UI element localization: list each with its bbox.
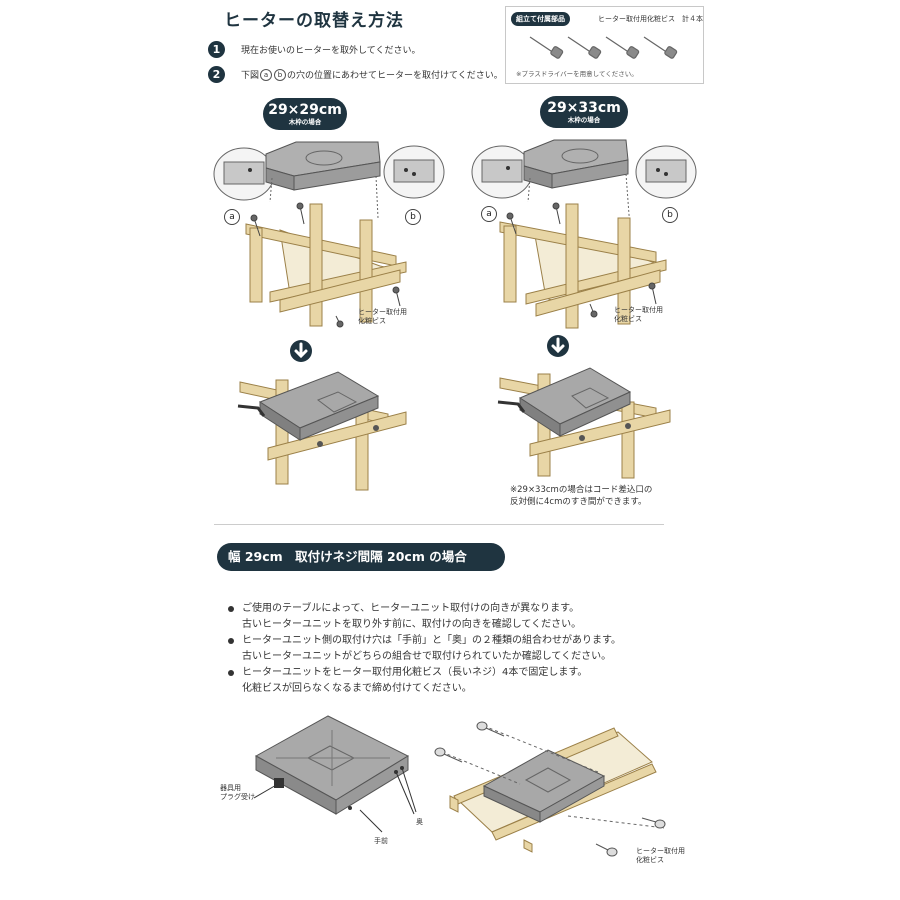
gap-note-line2: 反対側に4cmのすき間ができます。 xyxy=(510,497,647,507)
instruction-list: ご使用のテーブルによって、ヒーターユニット取付けの向きが異なります。 古いヒータ… xyxy=(228,601,621,697)
screw-icon xyxy=(643,36,678,59)
hole-a-tag: a xyxy=(481,206,497,222)
list-item: ご使用のテーブルによって、ヒーターユニット取付けの向きが異なります。 古いヒータ… xyxy=(228,601,621,633)
list-item-line1: ヒーターユニット側の取付け穴は「手前」と「奥」の２種類の組合わせがあります。 xyxy=(242,635,621,646)
hole-b-tag: b xyxy=(405,209,421,225)
heater-unit-holes-diagram xyxy=(253,715,417,833)
screw-icon xyxy=(567,36,602,59)
power-cord xyxy=(237,404,266,417)
heater-unit xyxy=(265,141,381,191)
screw-label-line1: ヒーター取付用 xyxy=(614,306,663,314)
size-badge-29x29: 29×29cm 木枠の場合 xyxy=(263,98,347,130)
wood-frame xyxy=(499,203,667,329)
step-1: 1 現在お使いのヒーターを取外してください。 xyxy=(208,41,420,58)
page-title: ヒーターの取替え方法 xyxy=(224,11,404,31)
front-label: 手前 xyxy=(374,837,388,845)
hole-b-mark: b xyxy=(274,68,287,81)
section-title: 幅 29cm 取付けネジ間隔 20cm の場合 xyxy=(217,543,505,571)
size-subtext: 木枠の場合 xyxy=(288,118,322,126)
section-divider xyxy=(214,524,664,525)
plug-label: 器具用 プラグ受け xyxy=(220,784,255,802)
step-number: 2 xyxy=(208,66,225,83)
down-arrow-icon xyxy=(290,340,312,362)
list-item-line2: 古いヒーターユニットを取り外す前に、取付けの向きを確認してください。 xyxy=(242,619,582,630)
right-frame-exploded-diagram xyxy=(471,139,697,329)
plug-label-line2: プラグ受け xyxy=(220,793,255,801)
list-item-line2: 古いヒーターユニットがどちらの組合せで取付けられていたか確認してください。 xyxy=(242,651,612,662)
step-number: 1 xyxy=(208,41,225,58)
step-text: 現在お使いのヒーターを取外してください。 xyxy=(241,46,421,56)
screw-label-line1: ヒーター取付用 xyxy=(636,847,685,855)
heater-unit xyxy=(258,371,380,441)
size-subtext: 木枠の場合 xyxy=(567,116,601,124)
hole-b-tag: b xyxy=(662,207,678,223)
screw-label: ヒーター取付用 化粧ビス xyxy=(358,308,407,326)
size-badge-29x33: 29×33cm 木枠の場合 xyxy=(540,96,628,128)
gap-note: ※29×33cmの場合はコード差込口の 反対側に4cmのすき間ができます。 xyxy=(510,484,652,508)
parts-name: ヒーター取付用化粧ビス 計４本 xyxy=(598,15,703,23)
size-text: 29×33cm xyxy=(547,100,621,116)
parts-box: 組立て付属部品 ヒーター取付用化粧ビス 計４本 ※プラスドライバーを用意してくだ… xyxy=(505,6,704,84)
power-cord xyxy=(497,400,526,413)
screw-label: ヒーター取付用 化粧ビス xyxy=(636,847,685,865)
parts-note: ※プラスドライバーを用意してください。 xyxy=(516,70,638,78)
step-text-before: 下図 xyxy=(241,71,260,81)
screw-icon xyxy=(605,36,640,59)
wood-frame xyxy=(245,203,407,327)
gap-note-line1: ※29×33cmの場合はコード差込口の xyxy=(510,485,653,495)
step-text-after: の穴の位置にあわせてヒーターを取付けてください。 xyxy=(287,71,503,81)
back-label: 奥 xyxy=(416,818,423,826)
plug-socket xyxy=(274,778,284,788)
screw-label-line2: 化粧ビス xyxy=(636,856,664,864)
screw-label-line1: ヒーター取付用 xyxy=(358,308,407,316)
heater-unit xyxy=(523,139,629,189)
right-frame-assembled-diagram xyxy=(497,367,671,479)
list-item-line1: ヒーターユニットをヒーター取付用化粧ビス（長いネジ）4本で固定します。 xyxy=(242,667,588,678)
hole-a-mark: a xyxy=(260,68,273,81)
heater-unit xyxy=(482,749,606,823)
heater-unit xyxy=(254,715,410,815)
screw-icon xyxy=(529,36,564,59)
list-item-line2: 化粧ビスが回らなくなるまで締め付けてください。 xyxy=(242,683,472,694)
screw-label: ヒーター取付用 化粧ビス xyxy=(614,306,663,324)
heater-unit xyxy=(518,367,632,437)
screws-illustration xyxy=(529,36,678,59)
screw-label-line2: 化粧ビス xyxy=(358,317,386,325)
left-frame-assembled-diagram xyxy=(237,371,407,491)
screw-icon xyxy=(506,202,657,318)
screw-icon xyxy=(434,721,666,857)
down-arrow-icon xyxy=(547,335,569,357)
screw-icon xyxy=(250,202,401,328)
size-text: 29×29cm xyxy=(268,102,342,118)
list-item: ヒーターユニットをヒーター取付用化粧ビス（長いネジ）4本で固定します。 化粧ビス… xyxy=(228,665,621,697)
plug-label-line1: 器具用 xyxy=(220,784,241,792)
parts-tag: 組立て付属部品 xyxy=(511,12,570,26)
left-frame-exploded-diagram xyxy=(213,141,445,328)
table-mount-diagram xyxy=(434,721,666,857)
hole-a-tag: a xyxy=(224,209,240,225)
screw-label-line2: 化粧ビス xyxy=(614,315,642,323)
list-item-line1: ご使用のテーブルによって、ヒーターユニット取付けの向きが異なります。 xyxy=(242,603,580,614)
list-item: ヒーターユニット側の取付け穴は「手前」と「奥」の２種類の組合わせがあります。 古… xyxy=(228,633,621,665)
